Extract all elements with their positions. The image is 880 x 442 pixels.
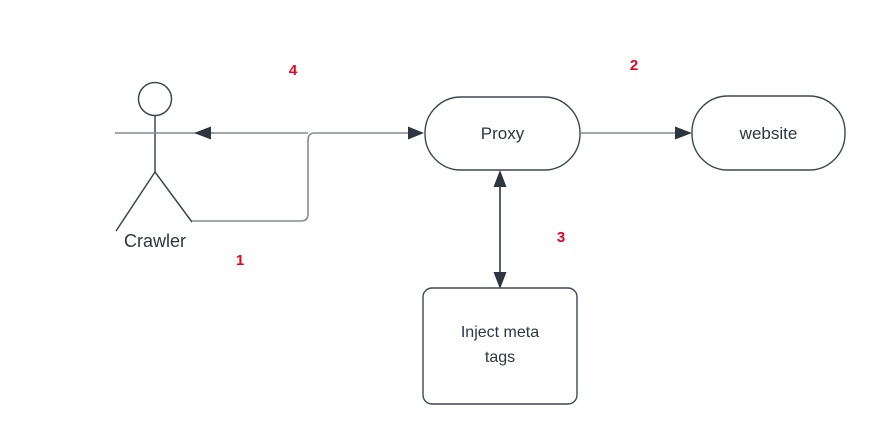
crawler-actor[interactable]	[115, 81, 215, 232]
connector-step-4[interactable]	[194, 126, 308, 140]
inject-meta-tags-label-line1: Inject meta	[461, 324, 539, 341]
website-node-shape	[691, 95, 846, 171]
step-number-3: 3	[557, 229, 565, 246]
proxy-node[interactable]: Proxy	[424, 96, 581, 171]
step-number-4: 4	[289, 62, 298, 79]
step-number-1: 1	[236, 252, 244, 269]
inject-meta-tags-node-shape	[422, 287, 578, 405]
stick-figure-head-icon	[137, 81, 173, 117]
connector-step-1-line	[192, 132, 414, 222]
connector-step-3-arrowhead-up	[493, 170, 507, 187]
inject-meta-tags-node[interactable]: Inject meta tags	[422, 287, 578, 405]
connector-step-3-arrowhead-down	[493, 272, 507, 289]
step-number-2: 2	[630, 57, 638, 74]
connector-step-1[interactable]	[192, 126, 424, 222]
stick-figure-left-leg-icon	[115, 171, 156, 232]
crawler-label: Crawler	[124, 231, 186, 251]
proxy-node-label: Proxy	[481, 124, 525, 143]
connector-step-4-arrowhead	[194, 126, 211, 140]
stick-figure-right-leg-icon	[154, 171, 193, 223]
connector-step-3[interactable]	[493, 170, 507, 289]
website-node-label: website	[739, 124, 798, 143]
connector-step-1-arrowhead	[408, 126, 424, 140]
inject-meta-tags-label-line2: tags	[485, 349, 515, 366]
connector-step-2-arrowhead	[675, 126, 692, 140]
connector-step-2[interactable]	[580, 126, 692, 140]
website-node[interactable]: website	[691, 95, 846, 171]
